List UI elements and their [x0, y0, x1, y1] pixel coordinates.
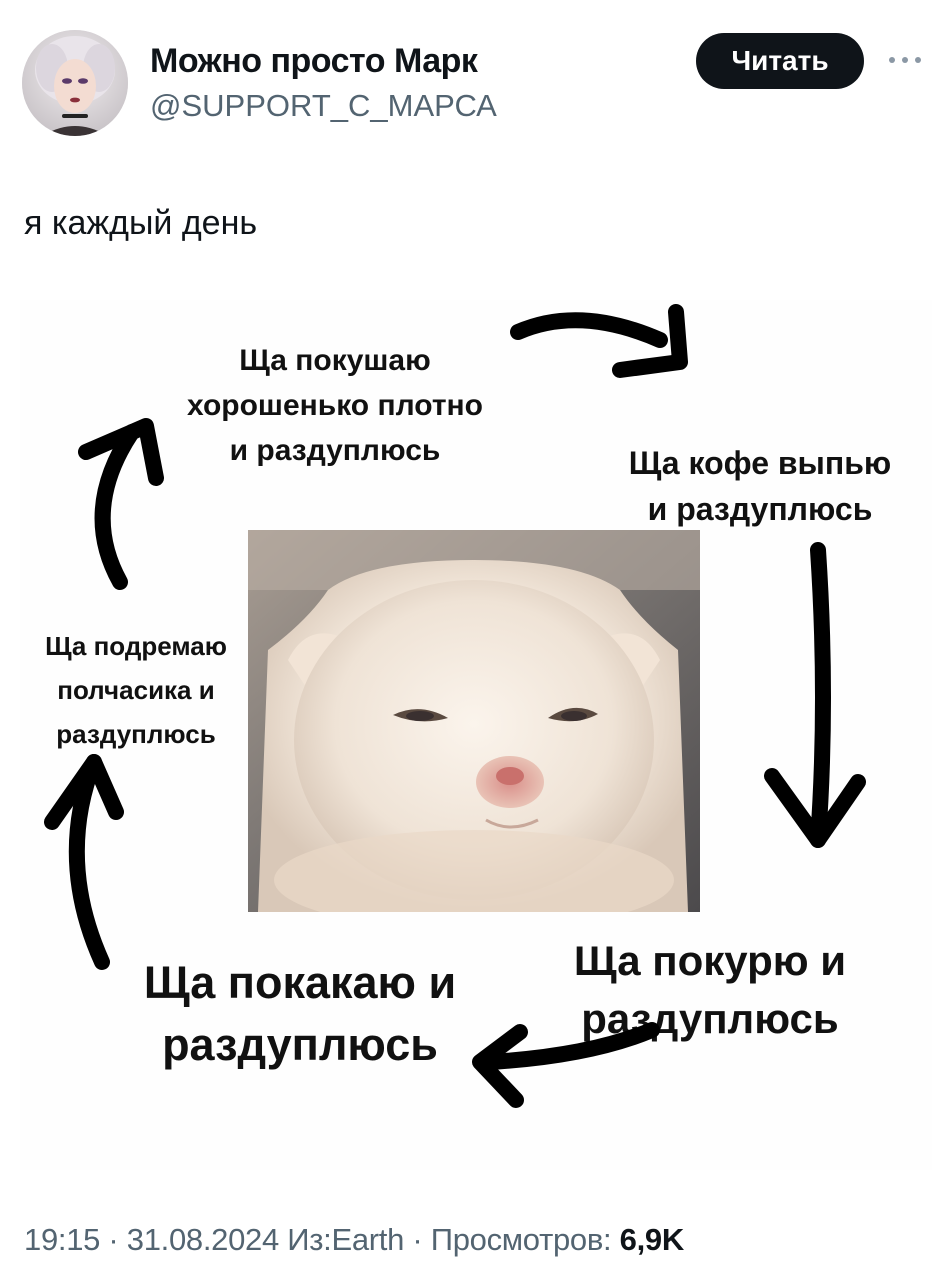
caption-smoke-line: Ща покурю и	[573, 937, 847, 984]
arrow-eat-to-coffee	[510, 304, 688, 378]
caption-eat: Ща покушаю хорошенько плотно и раздуплюс…	[187, 338, 483, 473]
arrow-smoke-to-poop	[472, 1022, 660, 1108]
avatar-image	[22, 30, 128, 136]
arrow-coffee-to-smoke	[764, 542, 866, 848]
caption-nap-line: Ща подремаю	[45, 631, 227, 661]
follow-button[interactable]: Читать	[696, 33, 864, 89]
avatar[interactable]	[22, 30, 128, 136]
views-label: Просмотров:	[430, 1222, 612, 1257]
caption-coffee-line: Ща кофе выпью	[628, 445, 892, 481]
caption-eat-line: хорошенько плотно	[187, 389, 483, 422]
caption-nap-line: раздуплюсь	[56, 719, 216, 749]
meta-separator: ·	[108, 1222, 127, 1257]
kitten-photo	[248, 530, 700, 912]
meta-separator: ·	[412, 1222, 431, 1257]
caption-eat-line: Ща покушаю	[239, 344, 431, 377]
caption-coffee: Ща кофе выпью и раздуплюсь	[629, 440, 891, 532]
caption-poop-line: раздуплюсь	[162, 1019, 438, 1070]
user-handle[interactable]: @SUPPORT_C_МАРСА	[150, 88, 497, 123]
display-name[interactable]: Можно просто Марк	[150, 42, 478, 80]
tweet-source: Earth	[331, 1222, 405, 1257]
caption-coffee-line: и раздуплюсь	[647, 491, 873, 527]
caption-nap: Ща подремаю полчасика и раздуплюсь	[45, 624, 227, 756]
caption-poop-line: Ща покакаю и	[143, 957, 457, 1008]
tweet-time[interactable]: 19:15	[24, 1222, 101, 1257]
caption-poop: Ща покакаю и раздуплюсь	[144, 952, 456, 1076]
tweet-text: я каждый день	[24, 204, 258, 242]
tweet-meta: 19:15 · 31.08.2024 Из:Earth · Просмотров…	[24, 1222, 684, 1258]
views-count[interactable]: 6,9K	[619, 1222, 685, 1257]
more-horizontal-icon[interactable]	[882, 48, 928, 72]
cycle-arrows	[44, 304, 866, 1108]
arrow-nap-to-eat	[78, 418, 164, 590]
caption-nap-line: полчасика и	[57, 675, 215, 705]
caption-eat-line: и раздуплюсь	[229, 434, 441, 467]
tweet-date[interactable]: 31.08.2024	[126, 1222, 279, 1257]
source-label: Из:	[287, 1222, 332, 1257]
tweet-media[interactable]: Ща покушаю хорошенько плотно и раздуплюс…	[20, 300, 932, 1170]
arrow-poop-to-nap	[44, 754, 124, 970]
